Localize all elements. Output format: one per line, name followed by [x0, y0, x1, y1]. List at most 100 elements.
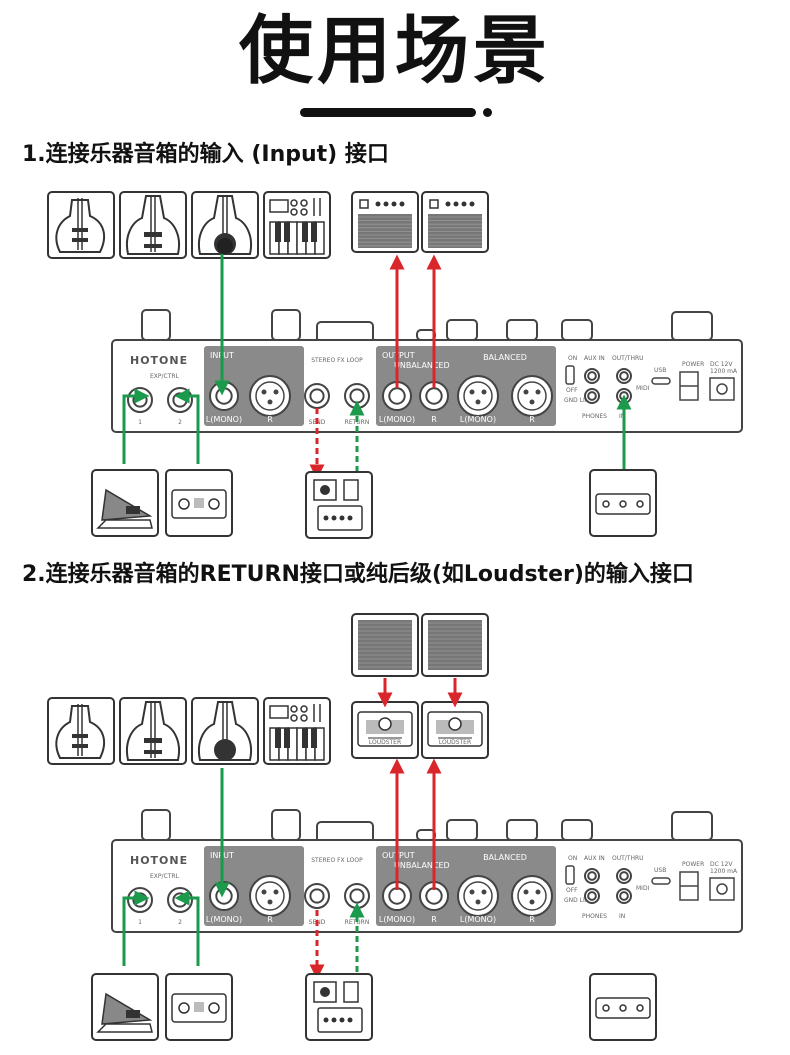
bridge — [144, 232, 162, 237]
amp-knob — [461, 201, 467, 207]
guitar-body — [55, 705, 106, 759]
knob — [290, 199, 298, 207]
diagram-return-connection: LOUDSTERLOUDSTERHOTONEEXP/CTRL12INPUTL(M… — [47, 613, 743, 1041]
out-unbal-l-inner — [388, 387, 406, 405]
footswitch-button — [178, 1002, 190, 1014]
midi-controller-icon — [589, 469, 657, 537]
knob — [290, 714, 298, 722]
loudster-icon-left: LOUDSTER — [351, 701, 419, 759]
fx-knob — [323, 1017, 329, 1023]
device-brand: HOTONE — [130, 854, 188, 867]
loudster-body — [427, 711, 483, 747]
loudster-label: LOUDSTER — [439, 739, 471, 746]
amp-knob — [469, 201, 475, 207]
input-jack-r-pin — [261, 889, 267, 895]
out-bal-r-ring — [517, 881, 547, 911]
dc-jack — [716, 383, 728, 395]
return-jack — [344, 383, 370, 409]
aux-jack-inner — [587, 371, 597, 381]
fx-unit-icon — [305, 471, 373, 539]
midi-port — [619, 500, 627, 508]
out-bal-l-pin — [481, 889, 487, 895]
pedal-pad — [126, 506, 140, 514]
out-thru-label: OUT/THRU — [612, 855, 644, 862]
icon-frame — [119, 697, 187, 765]
fx-board — [317, 1007, 363, 1033]
out-thru-label: OUT/THRU — [612, 355, 644, 362]
exp-jack-1 — [127, 387, 153, 413]
footswitch-body — [171, 489, 227, 519]
panel-knob — [271, 809, 301, 841]
panel-knob — [506, 819, 538, 841]
return-label: RETURN — [345, 919, 370, 926]
balanced-label: BALANCED — [483, 853, 527, 862]
gnd-lift-switch — [565, 865, 575, 885]
send-jack-inner — [309, 888, 325, 904]
input-jack-r-ring — [255, 881, 285, 911]
keyboard-icon — [263, 697, 331, 765]
aux-jack — [584, 368, 600, 384]
exp-ctrl-label: EXP/CTRL — [150, 373, 180, 380]
pedal-base — [96, 519, 153, 529]
footswitch-button — [178, 498, 190, 510]
gnd-lift-label: GND LIFT — [564, 897, 592, 904]
black-key — [302, 222, 308, 242]
panel-knob — [561, 319, 593, 341]
icon-frame — [589, 973, 657, 1041]
midi-port — [636, 500, 644, 508]
fx-jack-block — [343, 981, 359, 1003]
knob — [290, 705, 298, 713]
out-bal-r-ring — [517, 381, 547, 411]
return-jack — [344, 883, 370, 909]
fx-jack — [320, 485, 330, 495]
out-bal-l-ring — [463, 881, 493, 911]
title-underline — [300, 108, 476, 117]
out-r-label: R — [431, 415, 437, 424]
section-2-heading: 2.连接乐器音箱的RETURN接口或纯后级(如Loudster)的输入接口 — [22, 562, 694, 587]
out-bal-r-pin — [535, 389, 541, 395]
panel-knob — [141, 309, 171, 341]
black-key — [284, 222, 290, 242]
midi-out-jack-inner — [619, 371, 629, 381]
knob — [300, 705, 308, 713]
fx-knob — [347, 1017, 353, 1023]
guitar-pickup — [72, 734, 88, 738]
black-key — [302, 728, 308, 748]
dc-jack — [716, 883, 728, 895]
midi-in-label: IN — [619, 413, 625, 420]
pedal-base — [96, 1023, 153, 1033]
input-jack-r-pin — [267, 899, 273, 905]
phones-label: PHONES — [582, 913, 607, 920]
fx-jack-block — [313, 981, 337, 1003]
black-key — [275, 222, 281, 242]
bal-l-label: L(MONO) — [460, 415, 496, 424]
out-bal-r-pin — [523, 889, 529, 895]
input-jack-r-pin — [273, 889, 279, 895]
acoustic-guitar-icon — [119, 191, 187, 259]
midi-port — [619, 1004, 627, 1012]
fx-loop-label: STEREO FX LOOP — [311, 357, 363, 364]
synth-screen — [269, 705, 289, 719]
sound-hole — [214, 739, 236, 761]
send-jack — [304, 383, 330, 409]
out-bal-r-pin — [523, 389, 529, 395]
phones-jack — [584, 388, 600, 404]
bridge — [144, 244, 162, 248]
exp-2-label: 2 — [178, 919, 182, 926]
footswitch-label — [194, 498, 204, 508]
midi-controller-icon — [589, 973, 657, 1041]
footswitch-label — [194, 1002, 204, 1012]
acoustic-body — [198, 195, 252, 255]
midi-body — [595, 493, 651, 515]
phones-jack — [584, 888, 600, 904]
fx-knob — [347, 515, 353, 521]
balanced-label: BALANCED — [483, 353, 527, 362]
cabinet-icon-right — [421, 613, 489, 677]
amp-knob — [391, 201, 397, 207]
expression-pedal-icon — [91, 469, 159, 537]
guitar-body — [55, 199, 106, 253]
dc-label: DC 12V — [710, 861, 733, 868]
panel-knob — [416, 329, 436, 341]
cab-grill — [428, 620, 482, 670]
